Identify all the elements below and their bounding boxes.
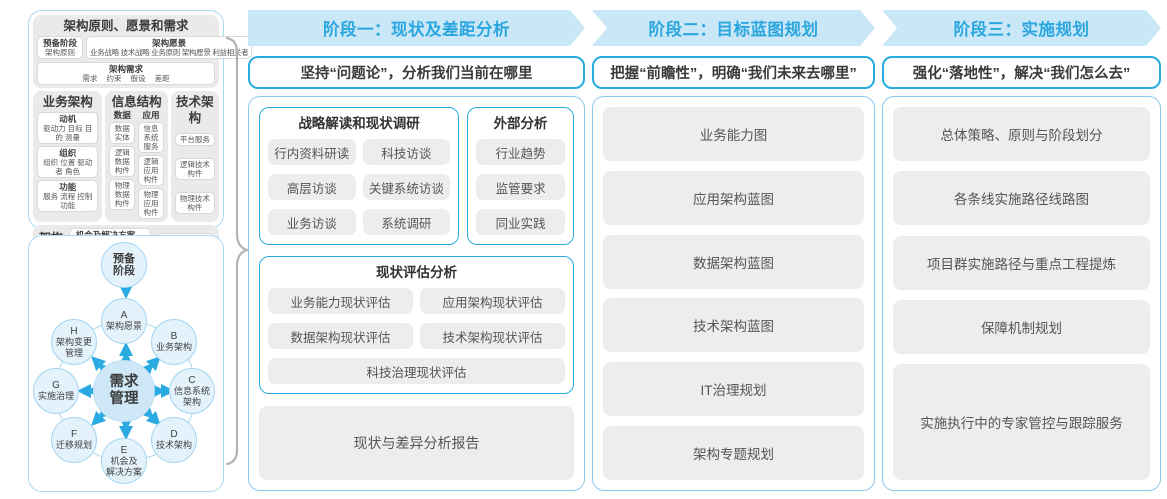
- phase-1-subtitle: 坚持“问题论”，分析我们当前在哪里: [248, 56, 585, 89]
- assessment-item: 科技治理现状评估: [268, 358, 565, 384]
- blueprint-item: IT治理规划: [603, 362, 864, 417]
- function-box: 功能 服务 流程 控制 功能: [37, 180, 99, 212]
- prep-line2: 阶段: [113, 265, 135, 277]
- requirements-title: 架构需求: [108, 64, 143, 74]
- motivation-items: 驱动力 目标 目的 测量: [43, 124, 93, 142]
- physical-data-box: 物理数据构件: [109, 179, 136, 210]
- prep-stage-label: 预备阶段: [42, 38, 77, 48]
- assessment-item: 业务能力现状评估: [268, 288, 413, 314]
- assessment-item: 技术架构现状评估: [420, 323, 565, 349]
- application-column: 应用 信息系统服务 逻辑应用构件 物理应用构件: [138, 110, 164, 219]
- data-entity-box: 数据实体: [109, 122, 136, 144]
- strategy-item: 高层访谈: [268, 174, 356, 200]
- logical-data-box: 逻辑数据构件: [109, 146, 136, 177]
- adm-node-preliminary: 预备 阶段: [101, 242, 147, 288]
- phase-3-header: 阶段三：实施规划: [882, 10, 1161, 46]
- phase-2-column: 业务能力图 应用架构蓝图 数据架构蓝图 技术架构蓝图 IT治理规划 架构专题规划: [592, 96, 875, 491]
- implementation-item: 总体策略、原则与阶段划分: [893, 107, 1150, 161]
- implementation-item: 保障机制规划: [893, 299, 1150, 354]
- principles-title: 架构原则、愿景和需求: [63, 19, 189, 33]
- blueprint-item: 技术架构蓝图: [603, 298, 864, 353]
- phase-2-header: 阶段二：目标蓝图规划: [592, 10, 875, 46]
- external-item: 行业趋势: [476, 139, 565, 165]
- implementation-item-tall: 实施执行中的专家管控与跟踪服务: [893, 364, 1150, 480]
- phase-content-row: 战略解读和现状调研 行内资料研读 科技访谈 高层访谈 关键系统访谈 业务访谈 系…: [248, 96, 1161, 491]
- adm-node-e: E 机会及 解决方案: [101, 438, 147, 484]
- phases-area: 阶段一：现状及差距分析 阶段二：目标蓝图规划 阶段三：实施规划 坚持“问题论”，…: [248, 10, 1161, 491]
- principles-header-section: 架构原则、愿景和需求 预备阶段 架构原则 架构愿景 业务战略 技术战略 业务原则…: [33, 15, 253, 88]
- strategy-item: 行内资料研读: [268, 139, 356, 165]
- adm-node-a: A 架构愿景: [101, 298, 147, 344]
- strategy-item: 科技访谈: [362, 139, 451, 165]
- external-item: 同业实践: [476, 209, 565, 235]
- organization-title: 组织: [59, 148, 77, 158]
- info-system-service-box: 信息系统服务: [138, 122, 164, 153]
- adm-node-h: H 架构变更 管理: [51, 319, 97, 365]
- brace-connector: [225, 36, 250, 466]
- blueprint-item: 数据架构蓝图: [603, 234, 864, 289]
- phase-3-column: 总体策略、原则与阶段划分 各条线实施路径线路图 项目群实施路径与重点工程提炼 保…: [882, 96, 1161, 491]
- adm-node-c: C 信息系统 架构: [169, 368, 215, 414]
- function-title: 功能: [59, 182, 77, 192]
- assessment-box: 现状评估分析 业务能力现状评估 应用架构现状评估 数据架构现状评估 技术架构现状…: [259, 256, 574, 394]
- principles-panel: 架构原则、愿景和需求 预备阶段 架构原则 架构愿景 业务战略 技术战略 业务原则…: [28, 10, 253, 264]
- motivation-title: 动机: [59, 114, 77, 124]
- technology-architecture-section: 技术架构 平台服务 逻辑技术构件 物理技术构件: [170, 91, 219, 222]
- organization-box: 组织 组织 位置 驱动者 角色: [37, 146, 99, 178]
- phase-1-column: 战略解读和现状调研 行内资料研读 科技访谈 高层访谈 关键系统访谈 业务访谈 系…: [248, 96, 585, 491]
- application-column-title: 应用: [142, 110, 160, 120]
- gap-analysis-report-box: 现状与差异分析报告: [259, 406, 574, 480]
- external-analysis-box: 外部分析 行业趋势 监管要求 同业实践: [467, 107, 574, 245]
- architecture-vision-box: 架构愿景 业务战略 技术战略 业务原则 架构愿景 利益相关者: [86, 36, 253, 59]
- physical-app-box: 物理应用构件: [138, 188, 164, 219]
- phase-header-band: 阶段一：现状及差距分析 阶段二：目标蓝图规划 阶段三：实施规划: [248, 10, 1161, 46]
- prep-principle-label: 架构原则: [45, 48, 75, 57]
- logical-app-box: 逻辑应用构件: [138, 155, 164, 186]
- phase-1-header: 阶段一：现状及差距分析: [248, 10, 585, 46]
- vision-items: 业务战略 技术战略 业务原则 架构愿景 利益相关者: [90, 48, 249, 57]
- data-column-title: 数据: [113, 110, 131, 120]
- motivation-box: 动机 驱动力 目标 目的 测量: [37, 112, 99, 144]
- strategy-item: 关键系统访谈: [362, 174, 451, 200]
- adm-cycle-panel: 预备 阶段 A 架构愿景 B 业务架构 C 信息系统 架构 D 技术架构 E 机…: [28, 235, 224, 492]
- adm-node-d: D 技术架构: [151, 417, 197, 463]
- adm-node-b: B 业务架构: [151, 319, 197, 365]
- adm-node-g: G 实施治理: [33, 368, 79, 414]
- assessment-item: 应用架构现状评估: [420, 288, 565, 314]
- prep-stage-box: 预备阶段 架构原则: [37, 36, 83, 59]
- architecture-requirements-box: 架构需求 需求 约束 假设 差距: [37, 62, 215, 85]
- function-items: 服务 流程 控制 功能: [43, 192, 93, 210]
- adm-center-requirements-management: 需求 管理: [93, 360, 155, 422]
- phase-3-subtitle: 强化“落地性”，解决“我们怎么去”: [882, 56, 1161, 89]
- external-item: 监管要求: [476, 174, 565, 200]
- prep-line1: 预备: [113, 252, 135, 265]
- implementation-item: 项目群实施路径与重点工程提炼: [893, 235, 1150, 290]
- business-architecture-section: 业务架构 动机 驱动力 目标 目的 测量 组织 组织 位置 驱动者 角色 功能 …: [33, 91, 103, 222]
- blueprint-item: 架构专题规划: [603, 425, 864, 480]
- external-analysis-title: 外部分析: [493, 116, 548, 131]
- blueprint-item: 业务能力图: [603, 107, 864, 161]
- strategy-item: 业务访谈: [268, 209, 356, 235]
- phase-subtitle-row: 坚持“问题论”，分析我们当前在哪里 把握“前瞻性”，明确“我们未来去哪里” 强化…: [248, 56, 1161, 89]
- requirements-items: 需求 约束 假设 差距: [82, 74, 170, 83]
- information-structure-title: 信息结构: [111, 95, 162, 109]
- business-architecture-title: 业务架构: [42, 95, 93, 109]
- blueprint-item: 应用架构蓝图: [603, 170, 864, 225]
- strategy-item: 系统调研: [362, 209, 451, 235]
- data-column: 数据 数据实体 逻辑数据构件 物理数据构件: [109, 110, 136, 219]
- information-structure-section: 信息结构 数据 数据实体 逻辑数据构件 物理数据构件 应用 信息系统服务 逻辑应…: [105, 91, 168, 222]
- physical-tech-box: 物理技术构件: [174, 192, 215, 214]
- strategy-research-box: 战略解读和现状调研 行内资料研读 科技访谈 高层访谈 关键系统访谈 业务访谈 系…: [259, 107, 460, 245]
- phase-2-subtitle: 把握“前瞻性”，明确“我们未来去哪里”: [592, 56, 875, 89]
- platform-service-box: 平台服务: [174, 133, 215, 146]
- assessment-item: 数据架构现状评估: [268, 323, 413, 349]
- vision-title: 架构愿景: [152, 38, 187, 48]
- strategy-research-title: 战略解读和现状调研: [298, 116, 420, 131]
- adm-node-f: F 迁移规划: [51, 417, 97, 463]
- logical-tech-box: 逻辑技术构件: [174, 158, 215, 180]
- organization-items: 组织 位置 驱动者 角色: [43, 158, 93, 176]
- technology-architecture-title: 技术架构: [176, 95, 214, 125]
- implementation-item: 各条线实施路径线路图: [893, 171, 1150, 226]
- assessment-title: 现状评估分析: [376, 265, 457, 280]
